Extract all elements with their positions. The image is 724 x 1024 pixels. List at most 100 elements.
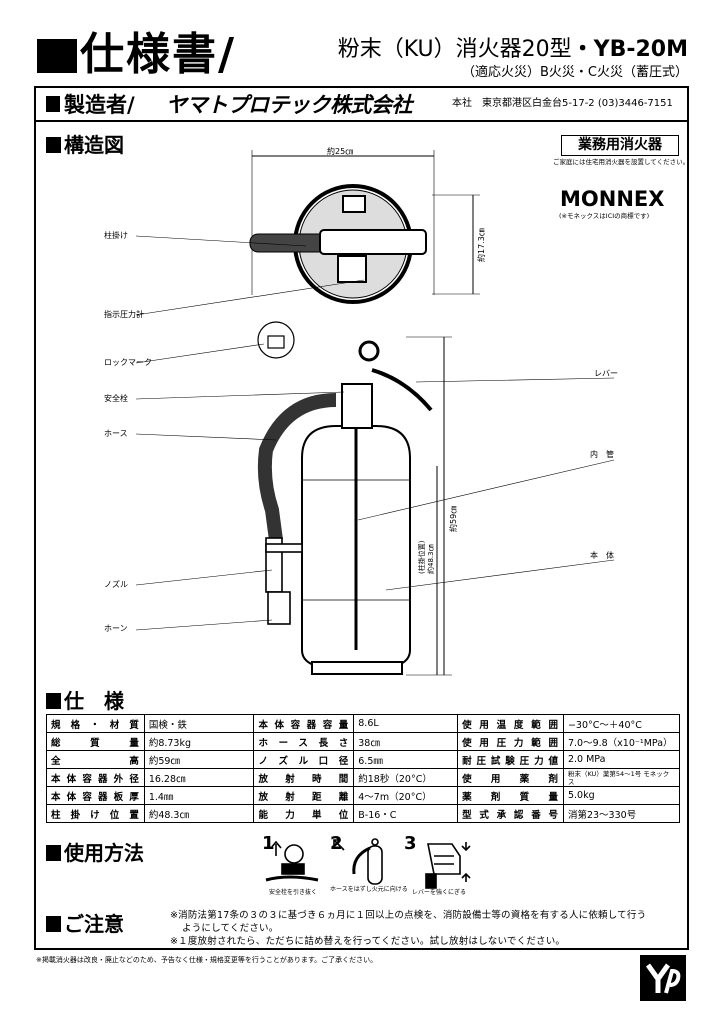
spec-value: −30°C〜＋40°C [562, 714, 681, 733]
spec-value: 6.5㎜ [353, 750, 459, 769]
label-inner-tube: 内 管 [590, 450, 614, 459]
spec-mark [46, 693, 61, 709]
hq-address: 東京都港区白金台5-17-2 (03)3446-7151 [482, 98, 673, 109]
usage-mark [46, 845, 61, 861]
business-use-note: ご家庭には住宅用消火器を設置してください。 [553, 158, 690, 166]
spec-value: 消第23〜330号 [562, 804, 681, 823]
caution-line-2: ※１度放射されたら、ただちに詰め替えを行ってください。試し放射はしないでください… [170, 936, 566, 947]
spec-value: 粉末（KU）薬第54〜1号 モネックス [562, 768, 681, 787]
hose [257, 393, 337, 541]
product-name: 粉末（KU）消火器20型・YB-20M [336, 36, 688, 64]
spec-key: 全 高 [46, 750, 145, 769]
width-dim-label: 約25㎝ [327, 146, 353, 156]
spec-title: 仕 様 [64, 689, 124, 713]
business-use-label: 業務用消火器 [561, 135, 679, 156]
page-title: 仕様書/ [80, 29, 237, 80]
model-number: ・YB-20M [571, 37, 688, 62]
caution-line-1: ※消防法第17条の３の３に基づき６ヵ月に１回以上の点検を、消防設備士等の資格を有… [170, 910, 647, 921]
lock-mark-circle [257, 321, 295, 359]
spec-key: ノズル口径 [253, 750, 355, 769]
pull-pin-icon [265, 840, 319, 882]
squeeze-lever-icon [425, 842, 471, 889]
spec-value: 16.28㎝ [143, 768, 255, 787]
maker-label: 製造者/ [64, 93, 135, 117]
maker-company: ヤマトプロテック株式会社 [166, 93, 413, 117]
usage-step-3-caption: レバーを強くにぎる [411, 889, 466, 896]
label-horn: ホーン [104, 624, 128, 633]
spec-key: 耐圧試験圧力値 [457, 750, 564, 769]
spec-value: 国検・鉄 [143, 714, 255, 733]
depth-dim-label: 約17.3㎝ [476, 228, 486, 262]
label-hose: ホース [104, 429, 128, 438]
spec-key: ホース長さ [253, 732, 355, 751]
product-name-text: 粉末（KU）消火器20型 [337, 37, 572, 62]
fire-classification: （適応火災）B火災・C火災（蓄圧式） [462, 65, 688, 80]
horn [267, 591, 291, 625]
yp-logo-mark [645, 963, 681, 994]
valve-head [341, 383, 373, 429]
spec-key: 型式承認番号 [457, 804, 564, 823]
spec-key: 放射時間 [253, 768, 355, 787]
spec-value: 5.0kg [562, 786, 681, 805]
spec-value: 7.0〜9.8（x10⁻¹MPa） [562, 732, 681, 751]
spec-key: 使用圧力範囲 [457, 732, 564, 751]
label-gauge: 指示圧力計 [104, 310, 144, 319]
caution-title: ご注意 [64, 912, 124, 936]
label-safety-pin: 安全栓 [104, 394, 128, 403]
aim-hose-icon [333, 838, 383, 885]
label-hanger: 柱掛け [104, 231, 128, 240]
spec-key: 規格・材質 [46, 714, 145, 733]
spec-key: 本体容器外径 [46, 768, 145, 787]
spec-value: B-16・C [353, 804, 459, 823]
spec-key: 使用薬剤 [457, 768, 564, 787]
monnex-logo: MONNEX [560, 187, 665, 211]
spec-sheet-frame [34, 86, 689, 950]
usage-step-1-caption: 安全栓を引き抜く [268, 889, 317, 896]
hang-pos-value: 約48.3㎝ [426, 544, 435, 574]
spec-value: 1.4㎜ [143, 786, 255, 805]
maker-mark [46, 96, 60, 112]
height-dim-label: 約59㎝ [448, 506, 458, 532]
label-body: 本 体 [590, 551, 614, 560]
spec-key: 使用温度範囲 [457, 714, 564, 733]
usage-step-3-num: 3 [404, 833, 417, 854]
spec-value: 約8.73kg [143, 732, 255, 751]
label-nozzle: ノズル [104, 580, 128, 589]
spec-value: 約48.3㎝ [143, 804, 255, 823]
spec-value: 38㎝ [353, 732, 459, 751]
label-lock-mark: ロックマーク [104, 358, 152, 367]
structure-title: 構造図 [64, 133, 124, 157]
spec-key: 柱掛け位置 [46, 804, 145, 823]
spec-value: 4〜7m（20°C） [353, 786, 459, 805]
spec-value: 8.6L [353, 714, 459, 733]
footnote: ※掲載消火器は改良・廃止などのため、予告なく仕様・規格変更等を行うことがあります… [36, 956, 378, 964]
spec-value: 約18秒（20°C） [353, 768, 459, 787]
extinguisher-diagram: 約25㎝ 約17.3㎝ 約59㎝ (柱掛位置) 約48.3㎝ [135, 146, 615, 676]
lever [371, 368, 433, 412]
caution-mark [46, 916, 61, 932]
usage-step-1-num: 1 [262, 833, 275, 854]
spec-key: 総 質 量 [46, 732, 145, 751]
hq-label: 本社 [452, 98, 472, 109]
spec-key: 能力単位 [253, 804, 355, 823]
structure-mark [46, 137, 61, 153]
caution-line-1b: ようにしてください。 [182, 923, 279, 934]
spec-key: 放射距離 [253, 786, 355, 805]
label-lever: レバー [594, 369, 618, 378]
usage-step-2-caption: ホースをはずし火元に向ける [330, 886, 408, 893]
company-logo-icon [640, 955, 686, 1001]
usage-step-2-num: 2 [330, 833, 343, 854]
maker-bar: 製造者/ ヤマトプロテック株式会社 本社 東京都港区白金台5-17-2 (03)… [36, 88, 687, 122]
spec-key: 本体容器板厚 [46, 786, 145, 805]
monnex-note: (※モネックスはICIの商標です) [559, 212, 650, 220]
spec-key: 薬剤質量 [457, 786, 564, 805]
hang-pos-caption: (柱掛位置) [417, 540, 426, 574]
spec-value: 2.0 MPa [562, 750, 681, 769]
